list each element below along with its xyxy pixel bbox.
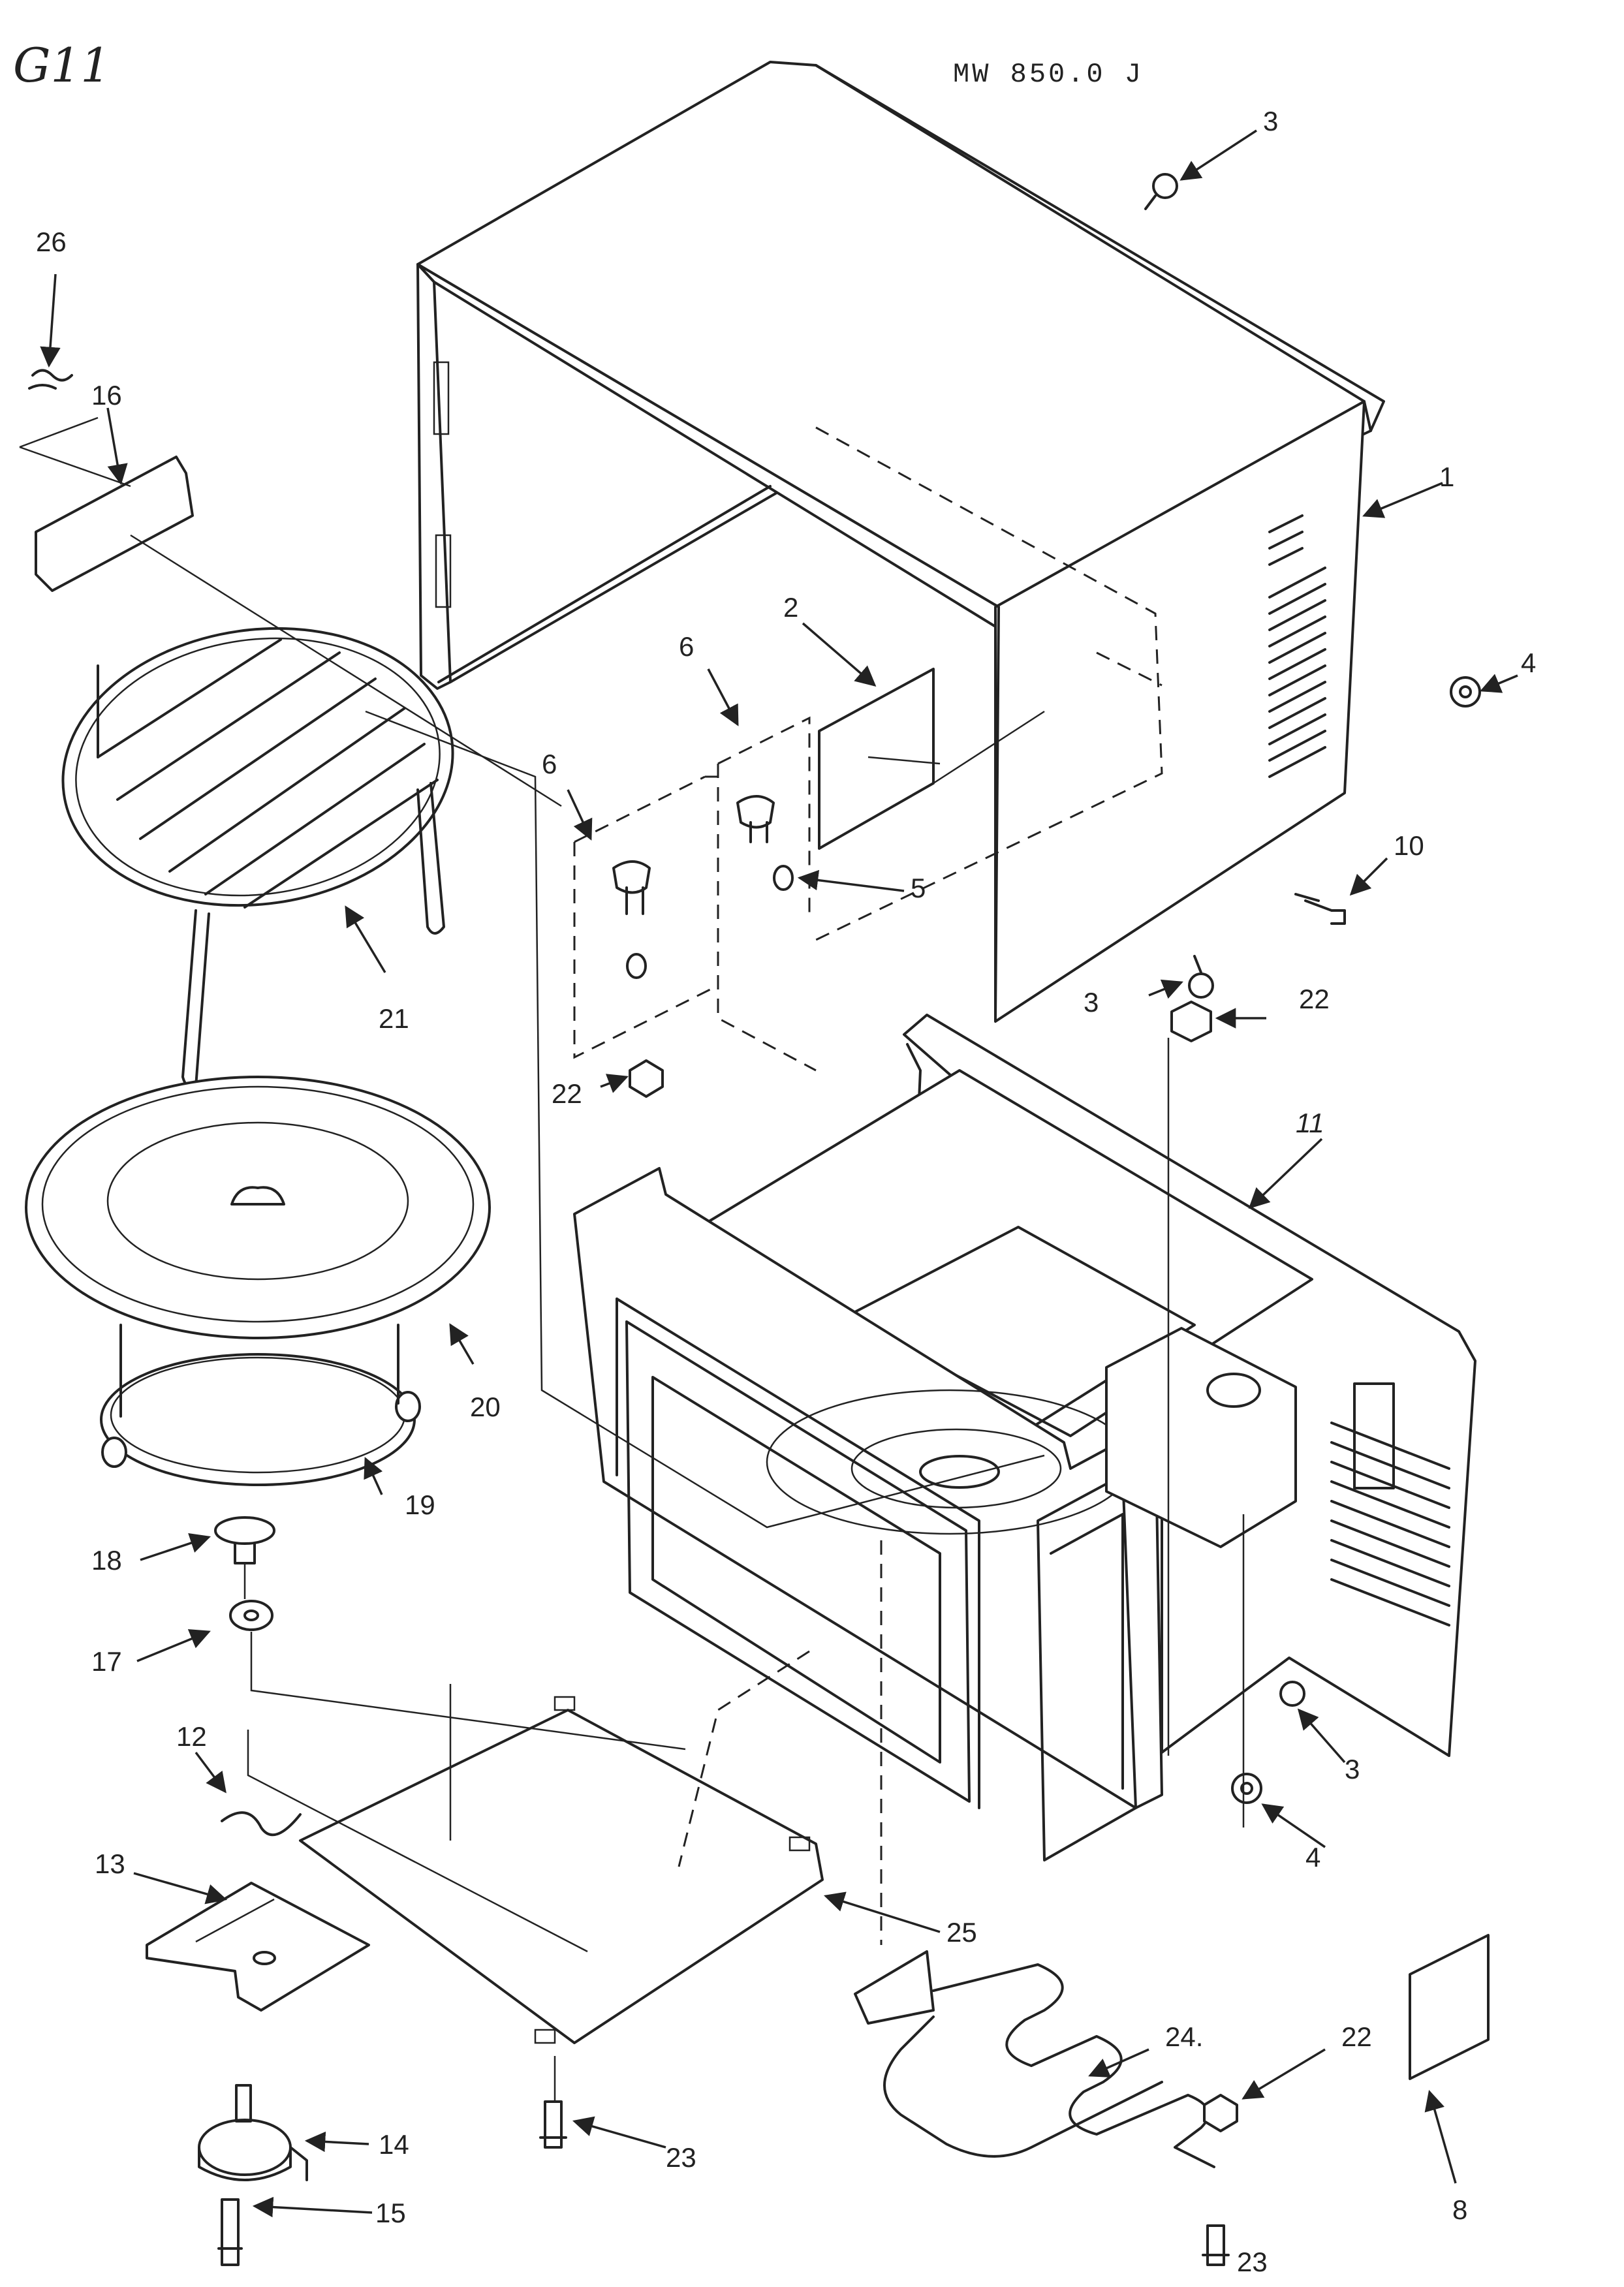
label-part-22-bottom: 22 <box>1341 2021 1372 2052</box>
label-part-22-top: 22 <box>1299 984 1330 1014</box>
nut-part-22-c <box>1203 2094 1238 2132</box>
label-part-25: 25 <box>946 1917 977 1948</box>
screw-part-3-low <box>1279 1681 1305 1707</box>
turntable-motor-part-14 <box>198 2084 308 2181</box>
label-part-4-low: 4 <box>1305 1842 1320 1873</box>
label-part-11: 11 <box>1296 1108 1324 1138</box>
nut-part-22-a <box>1170 1001 1212 1042</box>
label-part-1: 1 <box>1439 461 1454 492</box>
label-part-17: 17 <box>91 1646 122 1677</box>
label-part-21: 21 <box>379 1003 409 1034</box>
label-part-8: 8 <box>1452 2194 1467 2225</box>
screw-part-23-a <box>539 2100 567 2149</box>
label-part-19: 19 <box>405 1489 435 1520</box>
screw-part-3-mid <box>1188 955 1214 999</box>
pin-part-10 <box>1294 893 1346 925</box>
label-part-4-top: 4 <box>1521 647 1536 678</box>
heater-element-part-24 <box>854 1950 1215 2168</box>
label-part-6-right: 6 <box>679 631 694 662</box>
label-part-6-left: 6 <box>542 749 557 779</box>
callout-arrows <box>40 129 1518 2218</box>
label-part-16: 16 <box>91 380 122 411</box>
rating-label-part-8 <box>1409 1934 1490 2080</box>
glass-turntable-part-20 <box>25 1076 491 1339</box>
corner-handwritten-note: G11 <box>13 38 110 93</box>
label-part-13: 13 <box>95 1848 125 1879</box>
nut-part-22-b <box>629 1059 664 1098</box>
cover-plate-part-16 <box>19 416 562 807</box>
label-part-15: 15 <box>375 2198 406 2228</box>
motor-bracket-part-13 <box>146 1882 370 2012</box>
bottom-plate-part-25 <box>299 1709 824 2044</box>
label-part-3-low: 3 <box>1345 1754 1360 1784</box>
label-part-12: 12 <box>176 1721 207 1752</box>
label-part-23-left: 23 <box>666 2142 696 2173</box>
spring-part-12 <box>221 1811 302 1837</box>
clip-part-26 <box>28 369 73 390</box>
model-number: MW 850.0 J <box>953 59 1144 90</box>
waveguide-cover-part-2 <box>818 668 935 850</box>
label-part-23-right: 23 <box>1237 2247 1268 2277</box>
label-part-14: 14 <box>379 2129 409 2160</box>
label-part-2: 2 <box>783 592 798 623</box>
thermal-cutouts-part-6 <box>573 716 811 1059</box>
screw-part-23-b <box>1202 2224 1230 2266</box>
roller-ring-part-19 <box>100 1324 421 1486</box>
coupler-part-18 <box>214 1516 275 1564</box>
washer-part-17 <box>229 1600 273 1631</box>
label-part-22-left: 22 <box>552 1078 582 1109</box>
label-part-10: 10 <box>1394 830 1424 861</box>
label-part-18: 18 <box>91 1545 122 1576</box>
oven-cavity-part-11 <box>573 1014 1476 1861</box>
label-part-5: 5 <box>911 873 926 903</box>
nut-part-4-low <box>1231 1773 1262 1804</box>
label-part-26: 26 <box>36 226 67 257</box>
label-part-24: 24. <box>1165 2021 1203 2052</box>
label-part-3-top: 3 <box>1263 106 1278 136</box>
label-part-20: 20 <box>470 1392 501 1422</box>
screw-part-3-top <box>1144 173 1178 210</box>
screw-part-15 <box>217 2198 243 2266</box>
nut-part-4-top <box>1450 676 1481 708</box>
outer-cabinet-part-1 <box>416 61 1385 1023</box>
vent-slots <box>1268 514 1326 778</box>
label-part-3-mid: 3 <box>1084 987 1099 1018</box>
